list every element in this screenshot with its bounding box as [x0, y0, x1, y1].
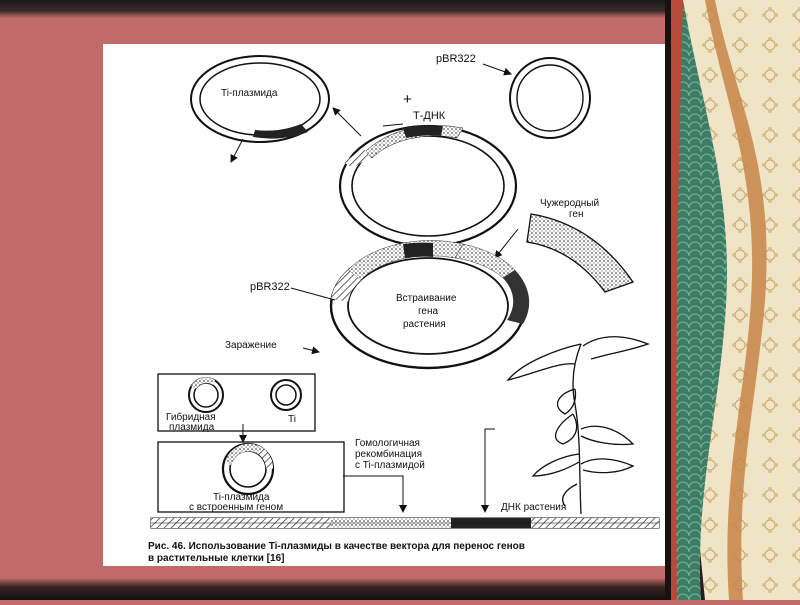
- hybrid-plasmid-ring: [188, 377, 224, 413]
- pbr322-top-ring: [509, 57, 591, 139]
- decorative-border: [665, 0, 800, 600]
- plant-dna-arrow: [481, 428, 495, 513]
- plant-dna-label: ДНК растения: [501, 502, 566, 513]
- plant-drawing: [506, 336, 650, 515]
- inserted-gene-label-1: Встраивание: [396, 293, 457, 304]
- foreign-gene-label-1: Чужеродный: [540, 198, 599, 209]
- ti-small-label: Ti: [288, 414, 296, 425]
- infection-arrow: [302, 346, 320, 355]
- excision-arrow-2: [230, 138, 244, 163]
- bottom-dark-band: [0, 578, 680, 600]
- bacterium-box-1: [157, 373, 316, 432]
- ti-with-gene-label-1: Ti-плазмида: [213, 492, 270, 503]
- t-dna-label: Т-ДНК: [413, 110, 446, 122]
- homologous-label-2: рекомбинация: [355, 448, 422, 460]
- recombinant-ring-2: [329, 240, 530, 370]
- excision-arrow-1: [332, 107, 362, 137]
- hybrid-plasmid-label-1: Гибридная: [166, 411, 216, 423]
- inserted-gene-label-2: гена: [418, 306, 439, 317]
- ti-plasmid-ring: [190, 55, 330, 143]
- homologous-label-3: с Ti-плазмидой: [355, 460, 425, 471]
- homologous-label-1: Гомологичная: [355, 438, 420, 449]
- hybrid-plasmid-label-2: плазмида: [169, 422, 215, 433]
- ti-with-gene-label-2: с встроенным геном: [189, 502, 283, 513]
- decorative-border-svg: [665, 0, 800, 600]
- ti-plasmid-label: Ti-плазмида: [221, 88, 278, 99]
- foreign-gene-fragment: [526, 213, 635, 293]
- plus-sign: +: [403, 91, 412, 108]
- pbr322-top-arrow: [482, 63, 512, 76]
- ti-small-ring: [270, 379, 302, 411]
- ti-with-gene-ring: [221, 442, 275, 496]
- recombinant-ring-1: [338, 124, 518, 248]
- infection-label: Заражение: [225, 340, 277, 351]
- recombination-arrow: [343, 475, 407, 513]
- pbr322-mid-pointer: [290, 287, 336, 301]
- t-dna-pointer: [382, 123, 404, 127]
- caption-line-2: в растительные клетки [16]: [148, 553, 284, 564]
- slide-content: Ti-плазмида pBR322 + Т-ДНК Чужеродный ге…: [103, 44, 665, 566]
- caption-line-1: Рис. 46. Использование Ti-плазмиды в кач…: [148, 541, 525, 552]
- foreign-gene-label-2: ген: [569, 209, 584, 220]
- plant-dna-bar: [150, 517, 660, 529]
- inserted-gene-label-3: растения: [403, 319, 446, 330]
- diagram-svg: Ti-плазмида pBR322 + Т-ДНК Чужеродный ге…: [148, 53, 660, 564]
- bacterium-box-2: [157, 441, 345, 513]
- foreign-gene-arrow: [494, 228, 519, 259]
- pbr322-mid-label: pBR322: [250, 281, 290, 293]
- pbr322-top-label: pBR322: [436, 53, 476, 65]
- top-dark-band: [0, 0, 680, 18]
